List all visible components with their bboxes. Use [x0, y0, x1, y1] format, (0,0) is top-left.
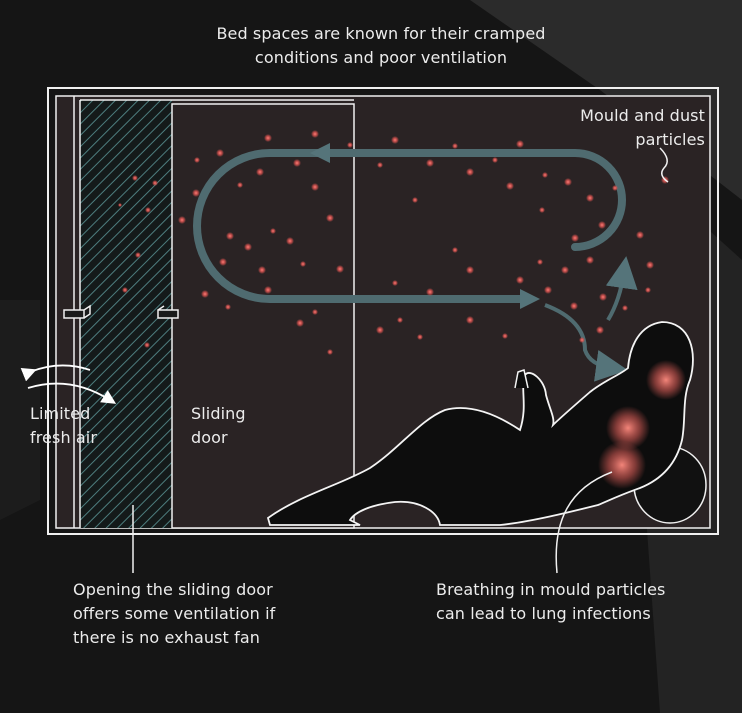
particles-leader	[659, 147, 669, 183]
diagram-title: Bed spaces are known for their cramped c…	[216, 24, 546, 67]
fresh-air-arrow-out	[27, 382, 117, 404]
fresh-air-arrow-in	[20, 364, 91, 382]
sliding-door-panel	[171, 103, 355, 529]
infection-note: Breathing in mould particles can lead to…	[436, 580, 666, 623]
door-label: Sliding door	[191, 404, 246, 447]
particles-label: Mould and dust particles	[580, 106, 705, 149]
mould-particles	[118, 130, 669, 355]
airflow-loop	[193, 149, 626, 303]
infection-leader	[555, 471, 613, 574]
airflow-arrow-right	[520, 289, 540, 309]
room-outer-wall	[47, 87, 719, 535]
door-track-hatch	[80, 100, 172, 528]
ventilation-note: Opening the sliding door offers some ven…	[73, 580, 276, 647]
door-handle-left	[63, 304, 91, 319]
airflow-to-face	[544, 303, 628, 382]
airflow-up	[605, 256, 638, 322]
person-silhouette	[266, 321, 707, 526]
infection-glow	[598, 360, 686, 489]
fresh-air-label: Limited fresh air	[30, 404, 97, 447]
door-handle-right	[157, 305, 179, 319]
airflow-arrow-left	[310, 143, 330, 163]
room-inner-wall	[55, 95, 711, 529]
